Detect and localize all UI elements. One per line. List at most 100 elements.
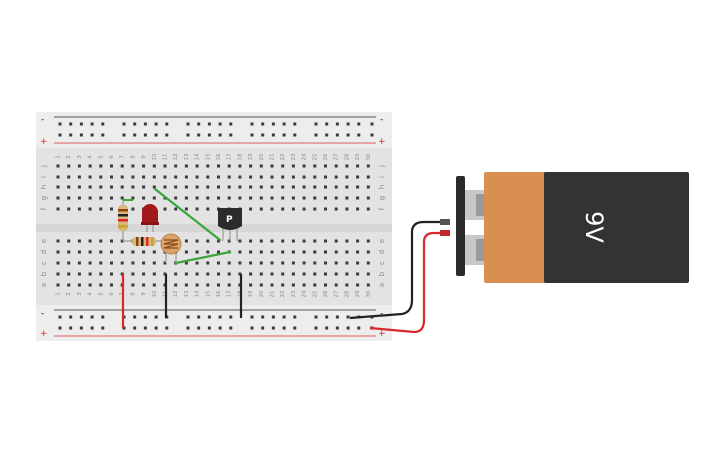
transistor[interactable]: P [218, 208, 242, 241]
terminal-hole[interactable] [356, 239, 360, 243]
terminal-hole[interactable] [334, 239, 338, 243]
terminal-hole[interactable] [366, 250, 370, 254]
rail-hole[interactable] [325, 315, 329, 319]
terminal-hole[interactable] [238, 261, 242, 265]
terminal-hole[interactable] [324, 261, 327, 265]
terminal-hole[interactable] [334, 272, 338, 276]
terminal-hole[interactable] [227, 175, 231, 179]
rail-hole[interactable] [197, 315, 201, 319]
terminal-hole[interactable] [356, 261, 360, 265]
terminal-hole[interactable] [206, 239, 210, 243]
terminal-hole[interactable] [249, 283, 253, 287]
terminal-hole[interactable] [281, 272, 285, 276]
rail-hole[interactable] [186, 326, 190, 330]
rail-hole[interactable] [282, 133, 286, 137]
terminal-hole[interactable] [131, 272, 135, 276]
terminal-hole[interactable] [152, 175, 156, 179]
terminal-hole[interactable] [120, 239, 124, 243]
rail-hole[interactable] [79, 133, 83, 137]
terminal-hole[interactable] [110, 164, 113, 168]
terminal-hole[interactable] [249, 175, 253, 179]
terminal-hole[interactable] [195, 261, 199, 265]
terminal-hole[interactable] [270, 261, 274, 265]
rail-hole[interactable] [58, 133, 62, 137]
rail-hole[interactable] [165, 326, 169, 330]
terminal-hole[interactable] [217, 261, 220, 265]
terminal-hole[interactable] [195, 196, 199, 200]
terminal-hole[interactable] [217, 250, 220, 254]
rail-hole[interactable] [250, 122, 254, 126]
terminal-hole[interactable] [249, 272, 253, 276]
terminal-hole[interactable] [152, 272, 156, 276]
terminal-hole[interactable] [142, 283, 146, 287]
terminal-hole[interactable] [270, 196, 274, 200]
photoresistor[interactable] [160, 233, 182, 263]
terminal-hole[interactable] [324, 207, 327, 211]
terminal-hole[interactable] [88, 196, 92, 200]
terminal-hole[interactable] [206, 185, 210, 189]
terminal-hole[interactable] [227, 239, 231, 243]
terminal-hole[interactable] [195, 185, 199, 189]
terminal-hole[interactable] [174, 272, 178, 276]
terminal-hole[interactable] [291, 196, 295, 200]
terminal-hole[interactable] [227, 283, 231, 287]
rail-hole[interactable] [325, 133, 329, 137]
terminal-hole[interactable] [345, 272, 349, 276]
terminal-hole[interactable] [356, 283, 360, 287]
terminal-hole[interactable] [217, 239, 220, 243]
rail-hole[interactable] [250, 315, 254, 319]
rail-hole[interactable] [58, 326, 62, 330]
terminal-hole[interactable] [152, 250, 156, 254]
terminal-hole[interactable] [152, 185, 156, 189]
terminal-hole[interactable] [120, 261, 124, 265]
terminal-hole[interactable] [291, 207, 295, 211]
terminal-hole[interactable] [334, 175, 338, 179]
rail-hole[interactable] [335, 122, 339, 126]
terminal-hole[interactable] [291, 175, 295, 179]
terminal-hole[interactable] [110, 196, 113, 200]
terminal-hole[interactable] [366, 164, 370, 168]
rail-hole[interactable] [370, 133, 374, 137]
terminal-hole[interactable] [238, 164, 242, 168]
terminal-hole[interactable] [249, 196, 253, 200]
terminal-hole[interactable] [238, 239, 242, 243]
terminal-hole[interactable] [313, 196, 317, 200]
rail-hole[interactable] [282, 122, 286, 126]
terminal-hole[interactable] [206, 196, 210, 200]
terminal-hole[interactable] [77, 261, 81, 265]
terminal-hole[interactable] [366, 261, 370, 265]
rail-hole[interactable] [271, 326, 275, 330]
terminal-hole[interactable] [99, 261, 103, 265]
terminal-hole[interactable] [259, 175, 263, 179]
terminal-hole[interactable] [88, 185, 92, 189]
terminal-hole[interactable] [174, 207, 178, 211]
terminal-hole[interactable] [56, 175, 60, 179]
rail-hole[interactable] [101, 326, 105, 330]
rail-hole[interactable] [261, 133, 265, 137]
rail-hole[interactable] [58, 122, 62, 126]
terminal-hole[interactable] [249, 185, 253, 189]
rail-hole[interactable] [143, 315, 147, 319]
rail-hole[interactable] [143, 326, 147, 330]
terminal-hole[interactable] [206, 272, 210, 276]
terminal-hole[interactable] [110, 283, 113, 287]
battery-9v[interactable]: 9V [456, 172, 689, 283]
terminal-hole[interactable] [259, 239, 263, 243]
terminal-hole[interactable] [110, 261, 113, 265]
terminal-hole[interactable] [56, 272, 60, 276]
terminal-hole[interactable] [110, 207, 113, 211]
rail-hole[interactable] [370, 122, 374, 126]
terminal-hole[interactable] [334, 164, 338, 168]
terminal-hole[interactable] [120, 196, 124, 200]
terminal-hole[interactable] [227, 261, 231, 265]
terminal-hole[interactable] [270, 207, 274, 211]
terminal-hole[interactable] [324, 185, 327, 189]
terminal-hole[interactable] [249, 239, 253, 243]
rail-hole[interactable] [218, 122, 222, 126]
terminal-hole[interactable] [99, 164, 103, 168]
terminal-hole[interactable] [110, 185, 113, 189]
rail-hole[interactable] [207, 315, 211, 319]
terminal-hole[interactable] [120, 175, 124, 179]
terminal-hole[interactable] [99, 283, 103, 287]
terminal-hole[interactable] [259, 185, 263, 189]
